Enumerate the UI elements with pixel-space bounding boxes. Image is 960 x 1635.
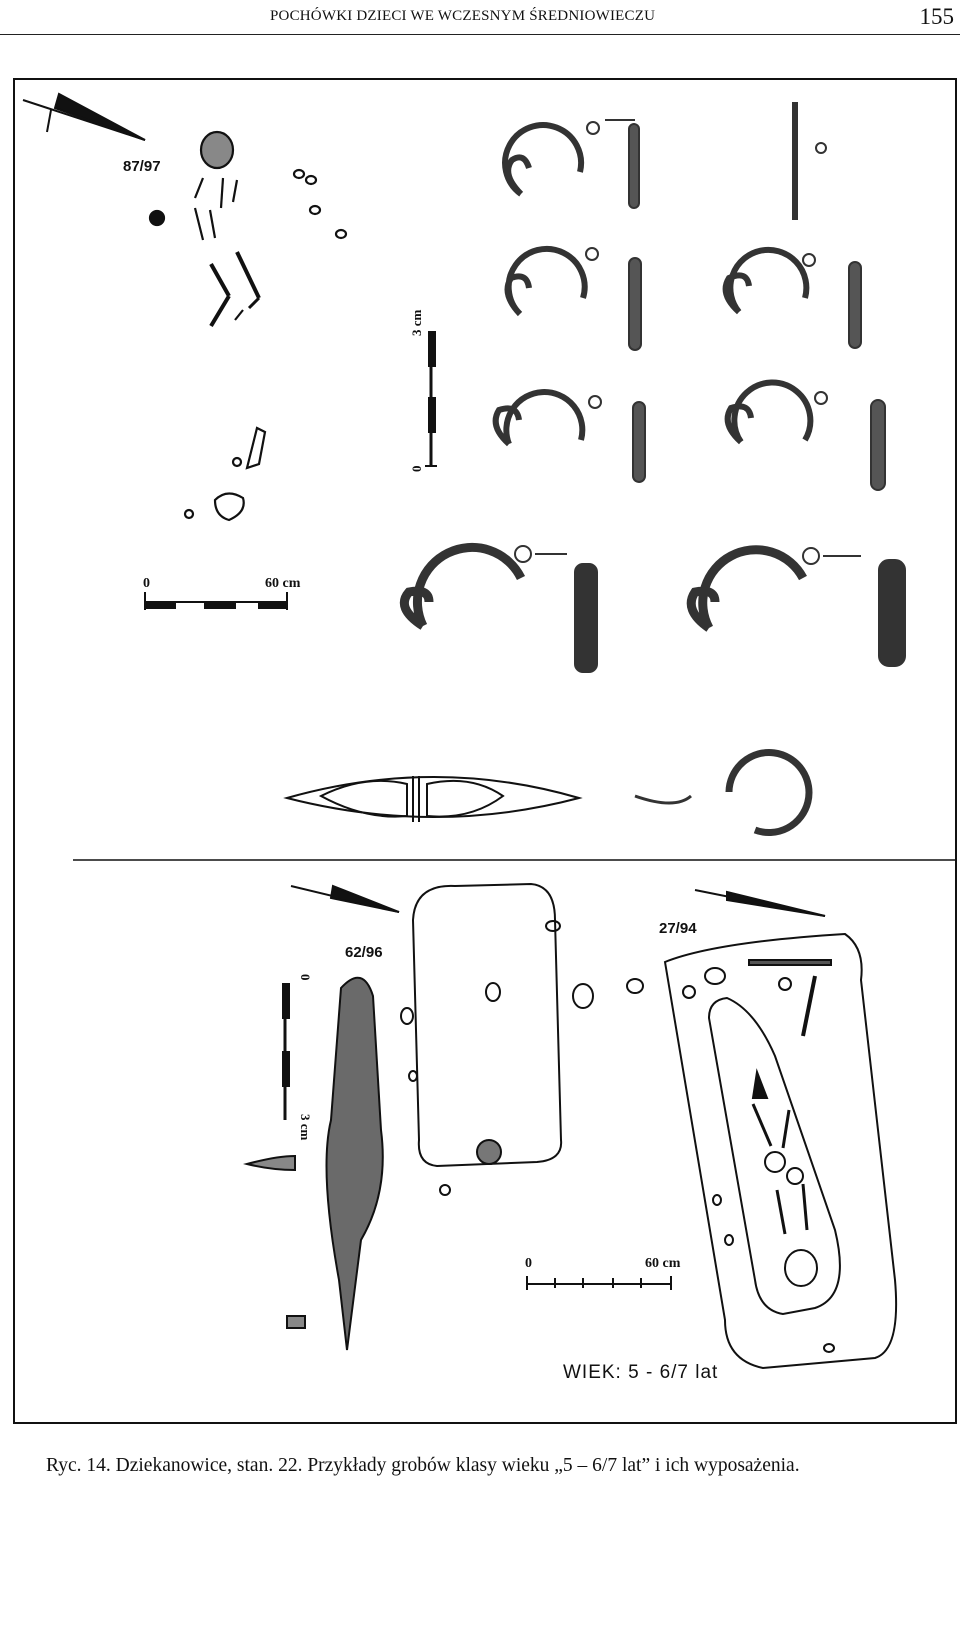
comb-object [283,776,583,822]
header-rule [0,34,960,35]
age-label: WIEK: 5 - 6/7 lat [563,1362,719,1383]
grave-label-27-94: 27/94 [659,920,697,937]
figure-caption: Ryc. 14. Dziekanowice, stan. 22. Przykła… [46,1455,800,1476]
scale-top-start: 0 [143,576,150,591]
scale-bottom-start: 0 [525,1256,532,1271]
figure-plate: 87/97 62/96 27/94 0 60 cm 0 60 cm 0 3 cm… [13,78,957,1424]
grave-pit-62-96 [400,882,644,1196]
north-arrow-bottom-left [290,884,400,913]
scale-bar-bottom-graphic [526,1276,672,1290]
grave-label-87-97: 87/97 [123,158,161,175]
scale-bar-object-top-graphic [425,331,437,467]
scale-bar-object-bottom-graphic [282,983,290,1120]
scale-bar-top-graphic [144,592,288,610]
page-number: 155 [919,4,955,29]
temple-rings-group [399,102,906,837]
running-head-title: POCHÓWKI DZIECI WE WCZESNYM ŚREDNIOWIECZ… [270,8,656,24]
north-arrow-bottom-right [694,889,826,917]
skeleton-87-97 [148,130,348,522]
grave-pit-27-94 [663,932,898,1370]
scale-bottom-end: 60 cm [645,1256,681,1271]
running-head: POCHÓWKI DZIECI WE WCZESNYM ŚREDNIOWIECZ… [0,4,960,35]
plate-drawing [22,92,955,1370]
scale-object-bottom-end: 3 cm [298,1114,313,1141]
scale-top-end: 60 cm [265,576,301,591]
scale-object-top-end: 3 cm [409,309,424,336]
north-arrow-top [22,92,146,141]
knife-object [243,976,384,1351]
scale-object-top-start: 0 [409,465,424,473]
scale-object-bottom-start: 0 [298,974,313,981]
grave-label-62-96: 62/96 [345,944,383,961]
